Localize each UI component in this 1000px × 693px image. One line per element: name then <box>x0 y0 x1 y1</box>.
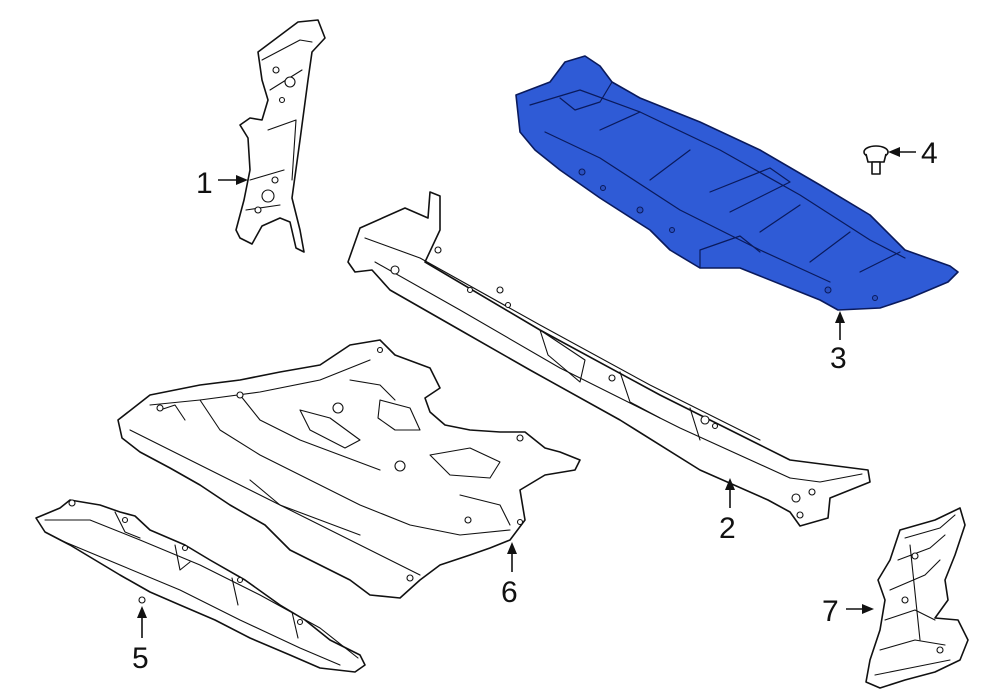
callout-label-2: 2 <box>719 512 736 545</box>
callout-1: 1 <box>196 167 248 200</box>
callout-label-5: 5 <box>132 642 149 675</box>
callout-2: 2 <box>719 478 736 545</box>
part-6-underbody-shield[interactable] <box>117 339 581 599</box>
callout-5: 5 <box>132 606 149 675</box>
callout-label-7: 7 <box>822 595 839 628</box>
callout-label-6: 6 <box>501 576 518 609</box>
callout-7: 7 <box>822 595 874 628</box>
arrow-up-icon <box>725 478 735 490</box>
arrow-right-icon <box>236 175 248 185</box>
arrow-up-icon <box>835 311 845 323</box>
callout-label-3: 3 <box>830 342 847 375</box>
part-7-side-deflector[interactable] <box>865 507 969 689</box>
callout-label-4: 4 <box>921 137 938 170</box>
part-4-clip[interactable] <box>863 145 889 175</box>
arrow-right-icon <box>862 604 874 614</box>
part-3-splash-shield-highlighted[interactable] <box>515 55 959 311</box>
part-1-side-bracket[interactable] <box>235 19 326 253</box>
arrow-left-icon <box>888 147 900 157</box>
callout-6: 6 <box>501 542 518 609</box>
part-5-lower-splash-shield[interactable] <box>35 499 366 673</box>
callout-label-1: 1 <box>196 167 213 200</box>
arrow-up-icon <box>507 542 517 554</box>
callout-3: 3 <box>830 311 847 375</box>
callout-4: 4 <box>888 137 938 170</box>
arrow-up-icon <box>137 606 147 618</box>
part-2-cross-member[interactable] <box>347 191 871 527</box>
